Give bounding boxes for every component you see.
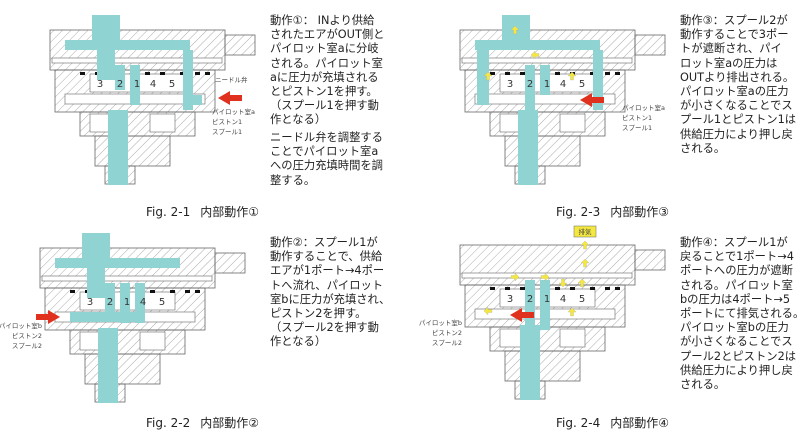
port-5-label: 5 bbox=[579, 294, 585, 305]
caption-title: 内部動作③ bbox=[610, 205, 669, 219]
exhaust-arrow-icon bbox=[580, 258, 590, 268]
part-label: パイロット室a bbox=[622, 103, 665, 112]
caption-number: Fig. 2-1 bbox=[146, 205, 191, 219]
caption-title: 内部動作① bbox=[200, 205, 259, 219]
port-2-label: 2 bbox=[107, 297, 113, 308]
air-flow-region bbox=[475, 15, 603, 185]
air-flow-region bbox=[65, 15, 202, 185]
exhaust-arrow-icon bbox=[580, 240, 590, 250]
caption-number: Fig. 2-3 bbox=[556, 205, 601, 219]
exhaust-label: 排気 bbox=[579, 227, 593, 236]
exhaust-arrow-icon bbox=[558, 278, 568, 288]
pressure-arrow-icon bbox=[36, 310, 60, 324]
port-3-label: 3 bbox=[97, 79, 103, 90]
caption-fig-2-3: Fig. 2-3 内部動作③ bbox=[556, 203, 679, 220]
port-3-label: 3 bbox=[507, 294, 513, 305]
pressure-arrow-icon bbox=[218, 91, 242, 105]
part-label: ピストン2 bbox=[12, 332, 42, 340]
description-fig-2-4: 動作④：スプール1が 戻ることで1ポート→4 ポートへの圧力が遮断 される。パイ… bbox=[680, 236, 805, 392]
valve-body bbox=[459, 244, 666, 400]
exhaust-arrow-icon bbox=[540, 272, 550, 282]
valve-body bbox=[49, 29, 256, 185]
port-1-label: 1 bbox=[124, 297, 130, 308]
exhaust-arrow-icon bbox=[510, 25, 520, 35]
exhaust-arrow-icon bbox=[567, 71, 577, 81]
exhaust-arrow-icon bbox=[567, 307, 577, 317]
exhaust-arrow-icon bbox=[510, 272, 520, 282]
needle-valve-label: ニードル弁 bbox=[215, 75, 248, 84]
part-label: スプール2 bbox=[12, 342, 42, 350]
air-flow-region bbox=[520, 280, 550, 400]
port-4-label: 4 bbox=[150, 79, 156, 90]
port-3-label: 3 bbox=[87, 297, 93, 308]
caption-title: 内部動作④ bbox=[610, 416, 669, 430]
description-fig-2-2: 動作②：スプール1が 動作することで、供給 エアが1ポート→4ポー トへ流れ、パ… bbox=[270, 236, 391, 349]
description-fig-2-3: 動作③：スプール2が 動作することで3ポー トが遮断され、パイ ロット室aの圧力… bbox=[680, 14, 797, 155]
part-label: パイロット室b bbox=[419, 318, 462, 327]
caption-number: Fig. 2-4 bbox=[556, 416, 601, 430]
part-label: パイロット室a bbox=[212, 107, 255, 116]
port-2-label: 2 bbox=[527, 294, 533, 305]
caption-fig-2-1: Fig. 2-1 内部動作① bbox=[146, 203, 269, 220]
air-flow-region bbox=[55, 233, 180, 403]
port-5-label: 5 bbox=[579, 79, 585, 90]
pressure-arrow-icon bbox=[580, 93, 604, 107]
caption-title: 内部動作② bbox=[200, 416, 259, 430]
exhaust-arrow-icon bbox=[530, 50, 540, 60]
description-fig-2-1: 動作①： INより供給 されたエアがOUT側と パイロット室aに分岐 される。パ… bbox=[270, 14, 385, 127]
port-4-label: 4 bbox=[560, 79, 566, 90]
port-1-label: 1 bbox=[544, 294, 550, 305]
exhaust-arrow-icon bbox=[577, 278, 587, 288]
caption-fig-2-4: Fig. 2-4 内部動作④ bbox=[556, 414, 679, 431]
port-4-label: 4 bbox=[140, 297, 146, 308]
part-label: スプール2 bbox=[432, 339, 462, 347]
port-5-label: 5 bbox=[159, 297, 165, 308]
pressure-arrow-icon bbox=[510, 308, 534, 322]
part-label: ピストン1 bbox=[622, 114, 652, 122]
needle-valve-note: ニードル弁を調整する ことでパイロット室a への圧力充填時間を調 整する。 bbox=[270, 131, 383, 187]
part-label: ピストン1 bbox=[212, 118, 242, 126]
port-2-label: 2 bbox=[527, 79, 533, 90]
caption-number: Fig. 2-2 bbox=[146, 416, 191, 430]
part-label: スプール1 bbox=[212, 128, 242, 136]
port-1-label: 1 bbox=[134, 79, 140, 90]
caption-fig-2-2: Fig. 2-2 内部動作② bbox=[146, 414, 269, 431]
port-3-label: 3 bbox=[507, 79, 513, 90]
port-5-label: 5 bbox=[169, 79, 175, 90]
part-label: スプール1 bbox=[622, 124, 652, 132]
exhaust-arrow-icon bbox=[483, 71, 493, 81]
port-2-label: 2 bbox=[117, 79, 123, 90]
valve-body bbox=[39, 247, 246, 403]
port-4-label: 4 bbox=[560, 294, 566, 305]
exhaust-arrow-icon bbox=[483, 306, 493, 316]
port-1-label: 1 bbox=[544, 79, 550, 90]
part-label: パイロット室b bbox=[0, 321, 42, 330]
part-label: ピストン2 bbox=[432, 329, 462, 337]
